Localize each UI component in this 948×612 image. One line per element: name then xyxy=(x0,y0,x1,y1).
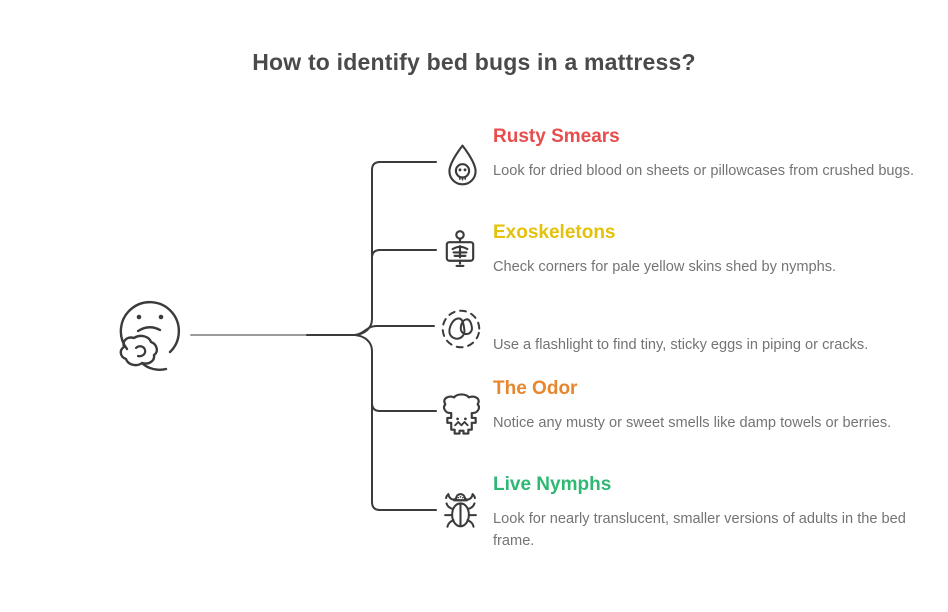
list-item-exoskeletons: Exoskeletons Check corners for pale yell… xyxy=(438,222,948,278)
odor-monster-icon xyxy=(439,393,484,443)
item-description: Notice any musty or sweet smells like da… xyxy=(493,415,892,431)
live-nymph-bug-icon xyxy=(440,487,481,537)
item-description: Check corners for pale yellow skins shed… xyxy=(493,259,837,275)
list-item-live-nymphs: Live Nymphs Look for nearly translucent,… xyxy=(438,474,927,552)
eggs-dashed-circle-icon xyxy=(440,308,482,355)
connector-branches xyxy=(190,161,437,511)
list-item-the-odor: The Odor Notice any musty or sweet smell… xyxy=(438,378,895,435)
thinking-face-icon xyxy=(119,301,181,371)
item-title: Exoskeletons xyxy=(493,222,616,243)
item-description: Look for dried blood on sheets or pillow… xyxy=(493,163,915,179)
item-title: Rusty Smears xyxy=(493,126,620,147)
item-title: Live Nymphs xyxy=(493,474,612,495)
page-title: How to identify bed bugs in a mattress? xyxy=(252,49,696,75)
list-item-eggs: Use a flashlight to find tiny, sticky eg… xyxy=(438,309,948,356)
item-description: Look for nearly translucent, smaller ver… xyxy=(493,511,906,549)
item-title: The Odor xyxy=(493,378,578,399)
exoskeleton-xray-icon xyxy=(443,230,477,276)
list-item-rusty-smears: Rusty Smears Look for dried blood on she… xyxy=(438,126,921,186)
item-description: Use a flashlight to find tiny, sticky eg… xyxy=(493,337,869,353)
blood-drop-skull-icon xyxy=(447,143,478,191)
